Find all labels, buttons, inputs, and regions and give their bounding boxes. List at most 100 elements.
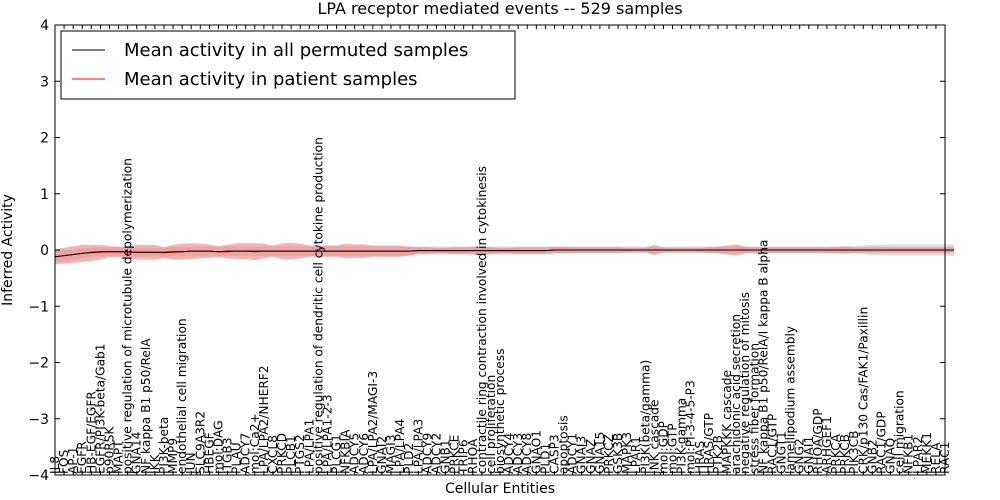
chart-title: LPA receptor mediated events -- 529 samp…: [317, 0, 682, 18]
entity-label: MEKK1: [920, 432, 934, 474]
entity-label: PRKCB: [838, 434, 852, 474]
entity-label: ADCY2: [429, 433, 443, 474]
entity-label: HB-EGF/EGFR: [84, 391, 98, 474]
y-tick-label: 2: [40, 131, 49, 147]
entity-label: LPA/LPA4: [393, 418, 407, 473]
entity-label: GNAQ: [884, 438, 898, 474]
entity-label: positive regulation of microtubule depol…: [121, 158, 135, 474]
entity-label: GNB1: [439, 439, 453, 474]
entity-label: IL8: [48, 456, 62, 474]
entity-label: MAGI3: [384, 435, 398, 474]
band-patient: [55, 242, 955, 265]
entity-label: arachidonic acid secretion: [729, 314, 743, 474]
entity-label: JNK cascade: [647, 400, 661, 476]
entity-label: RAC1/GDP: [874, 411, 888, 474]
y-tick-label: −3: [28, 412, 49, 428]
entity-label: negative regulation of mitosis: [738, 292, 752, 474]
entity-label: cell migration: [893, 390, 907, 474]
entity-label: AP-1: [66, 446, 80, 474]
y-tick-label: 0: [40, 243, 49, 259]
entity-label: LPA/LPA3: [411, 419, 425, 474]
entity-label: RHOA/GDP: [811, 408, 825, 474]
y-tick-label: 1: [40, 187, 49, 203]
entity-label: PI3K-beta: [157, 417, 171, 474]
entity-label: HRAS: [693, 441, 707, 474]
entity-label: lamellipodium assembly: [784, 326, 798, 474]
entity-label: PLD2: [402, 443, 416, 474]
entity-label: HRAS/GTP: [702, 413, 716, 474]
entity-label: GNAI1: [802, 436, 816, 474]
entity-label: IKK: [148, 453, 162, 474]
entity-label: GNA14: [130, 431, 144, 474]
entity-label: NFKBIA: [339, 429, 353, 474]
entity-label: NF kappa B1 p50/RelA/I kappa B alpha: [756, 240, 770, 474]
entity-label: GNAO1: [529, 430, 543, 474]
entity-labels: IL8FOSAP-1EGFRHB-EGF/EGFREGFR/PI3K-beta/…: [48, 137, 952, 475]
entity-label: LPA/LPA1: [302, 419, 316, 474]
entity-label: NF kappa B1 p50/RelA: [139, 338, 153, 474]
entity-label: apoptosis: [557, 415, 571, 474]
entity-label: LPA/LPA1-2-3: [320, 394, 334, 474]
entity-label: MMP9: [166, 438, 180, 474]
entity-label: positive regulation of dendritic cell cy…: [311, 137, 325, 474]
legend: Mean activity in all permuted samples Me…: [60, 30, 516, 100]
entity-label: mol:Ca2+: [248, 413, 262, 474]
entity-label: ITGB3: [221, 437, 235, 474]
entity-label: TRIP6: [457, 439, 471, 475]
entity-label: EGFR/PI3K-beta/Gab1: [93, 343, 107, 474]
entity-label: GNAI3: [575, 436, 589, 474]
entity-label: GNAI2: [375, 436, 389, 474]
legend-label-permuted: Mean activity in all permuted samples: [124, 40, 468, 61]
y-tick-label: −1: [28, 299, 49, 315]
entity-label: MAPT: [112, 440, 126, 474]
entity-label: ADCY5: [348, 433, 362, 474]
entity-label: mol:GTP: [666, 423, 680, 474]
entity-label: RAC1: [938, 442, 952, 474]
legend-label-patient: Mean activity in patient samples: [124, 69, 418, 90]
entity-label: endothelial cell migration: [175, 318, 189, 474]
series-line-permuted: [54, 249, 955, 258]
x-axis-label: Cellular Entities: [445, 481, 555, 497]
entity-label: MAPK3: [620, 432, 634, 474]
entity-label: CASP3: [548, 434, 562, 474]
entity-label: RHOA: [466, 438, 480, 474]
entity-label: RAC1/GTP: [765, 414, 779, 474]
entity-label: PRKCA: [829, 433, 843, 474]
entity-label: NFKB1: [902, 434, 916, 474]
entity-label: CXCL8: [266, 435, 280, 474]
entity-label: contractile ring contraction involved in…: [475, 166, 489, 474]
entity-label: FOS: [57, 449, 71, 474]
entity-label: ADCY7: [239, 433, 253, 474]
entity-label: ADCY4: [502, 433, 516, 474]
y-tick-label: 4: [40, 18, 49, 34]
entity-label: stress fiber formation: [747, 343, 761, 474]
entity-label: ADCY1: [566, 433, 580, 474]
entity-label: GNAZ: [584, 439, 598, 474]
entity-label: ARHGEF1: [820, 416, 834, 474]
entity-label: GNB2: [865, 439, 879, 474]
entity-label: PRKCD: [275, 433, 289, 474]
entity-label: PRKCE: [448, 435, 462, 474]
entity-label: SLC9A3R2: [193, 411, 207, 474]
entity-label: GNG2: [793, 438, 807, 474]
entity-label: mol:PI-3-4-5-P3: [684, 380, 698, 474]
entity-label: PI3K(beta/gamma): [638, 360, 652, 474]
entity-label: PLAU: [230, 442, 244, 474]
entity-label: PLCB1: [284, 435, 298, 474]
entity-label: JUN: [184, 452, 198, 475]
entity-label: PI3K-gamma: [675, 398, 689, 474]
entity-label: GNA15: [593, 432, 607, 474]
entity-label: LPA/LPA2/MAGI-3: [366, 371, 380, 474]
legend-box: [60, 30, 516, 100]
entity-label: ADCY6: [357, 433, 371, 474]
entity-label: LPA/LPA2/NHERF2: [257, 365, 271, 474]
entity-label: EGFR: [75, 441, 89, 474]
entity-label: mol:DAG: [212, 420, 226, 474]
y-tick-label: 3: [40, 74, 49, 90]
entity-label: PRKCZ: [602, 434, 616, 474]
entity-label: LPAR2: [911, 436, 925, 474]
entity-label: RELA: [929, 442, 943, 474]
entity-label: PTK2B: [711, 435, 725, 474]
